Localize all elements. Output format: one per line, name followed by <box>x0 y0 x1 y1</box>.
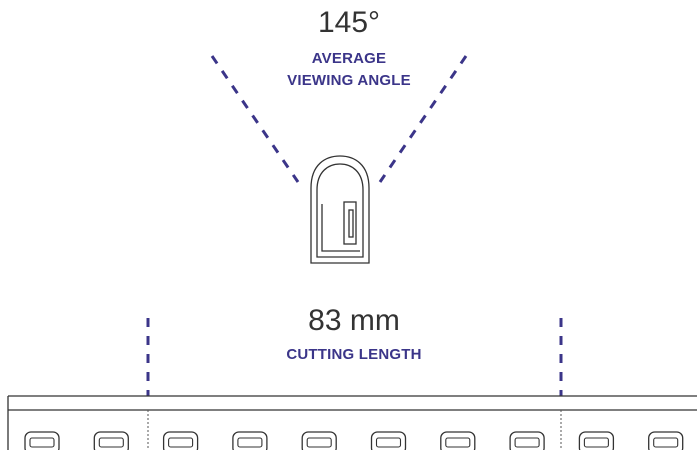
led-chip <box>370 431 407 450</box>
viewing-angle-caption: AVERAGE VIEWING ANGLE <box>249 48 449 92</box>
led-chip <box>509 431 545 450</box>
led-chip <box>578 431 615 450</box>
viewing-angle-value: 145° <box>317 6 381 39</box>
led-chip <box>93 431 129 450</box>
cutting-length-value: 83 mm <box>308 304 400 337</box>
cutting-length-caption: CUTTING LENGTH <box>286 346 422 363</box>
led-chips <box>24 431 684 450</box>
led-chip <box>440 431 476 450</box>
viewing-angle-ray-left <box>210 55 300 183</box>
led-chip <box>232 431 268 450</box>
viewing-angle-ray-right <box>378 55 468 183</box>
led-chip <box>24 431 60 450</box>
viewing-angle-caption-line2: VIEWING ANGLE <box>287 72 411 89</box>
led-chip <box>162 431 199 450</box>
led-profile-cross-section <box>310 155 370 264</box>
viewing-angle-caption-line1: AVERAGE <box>311 50 387 67</box>
led-chip <box>301 431 337 450</box>
led-chip <box>648 431 684 450</box>
led-strip <box>7 395 697 450</box>
